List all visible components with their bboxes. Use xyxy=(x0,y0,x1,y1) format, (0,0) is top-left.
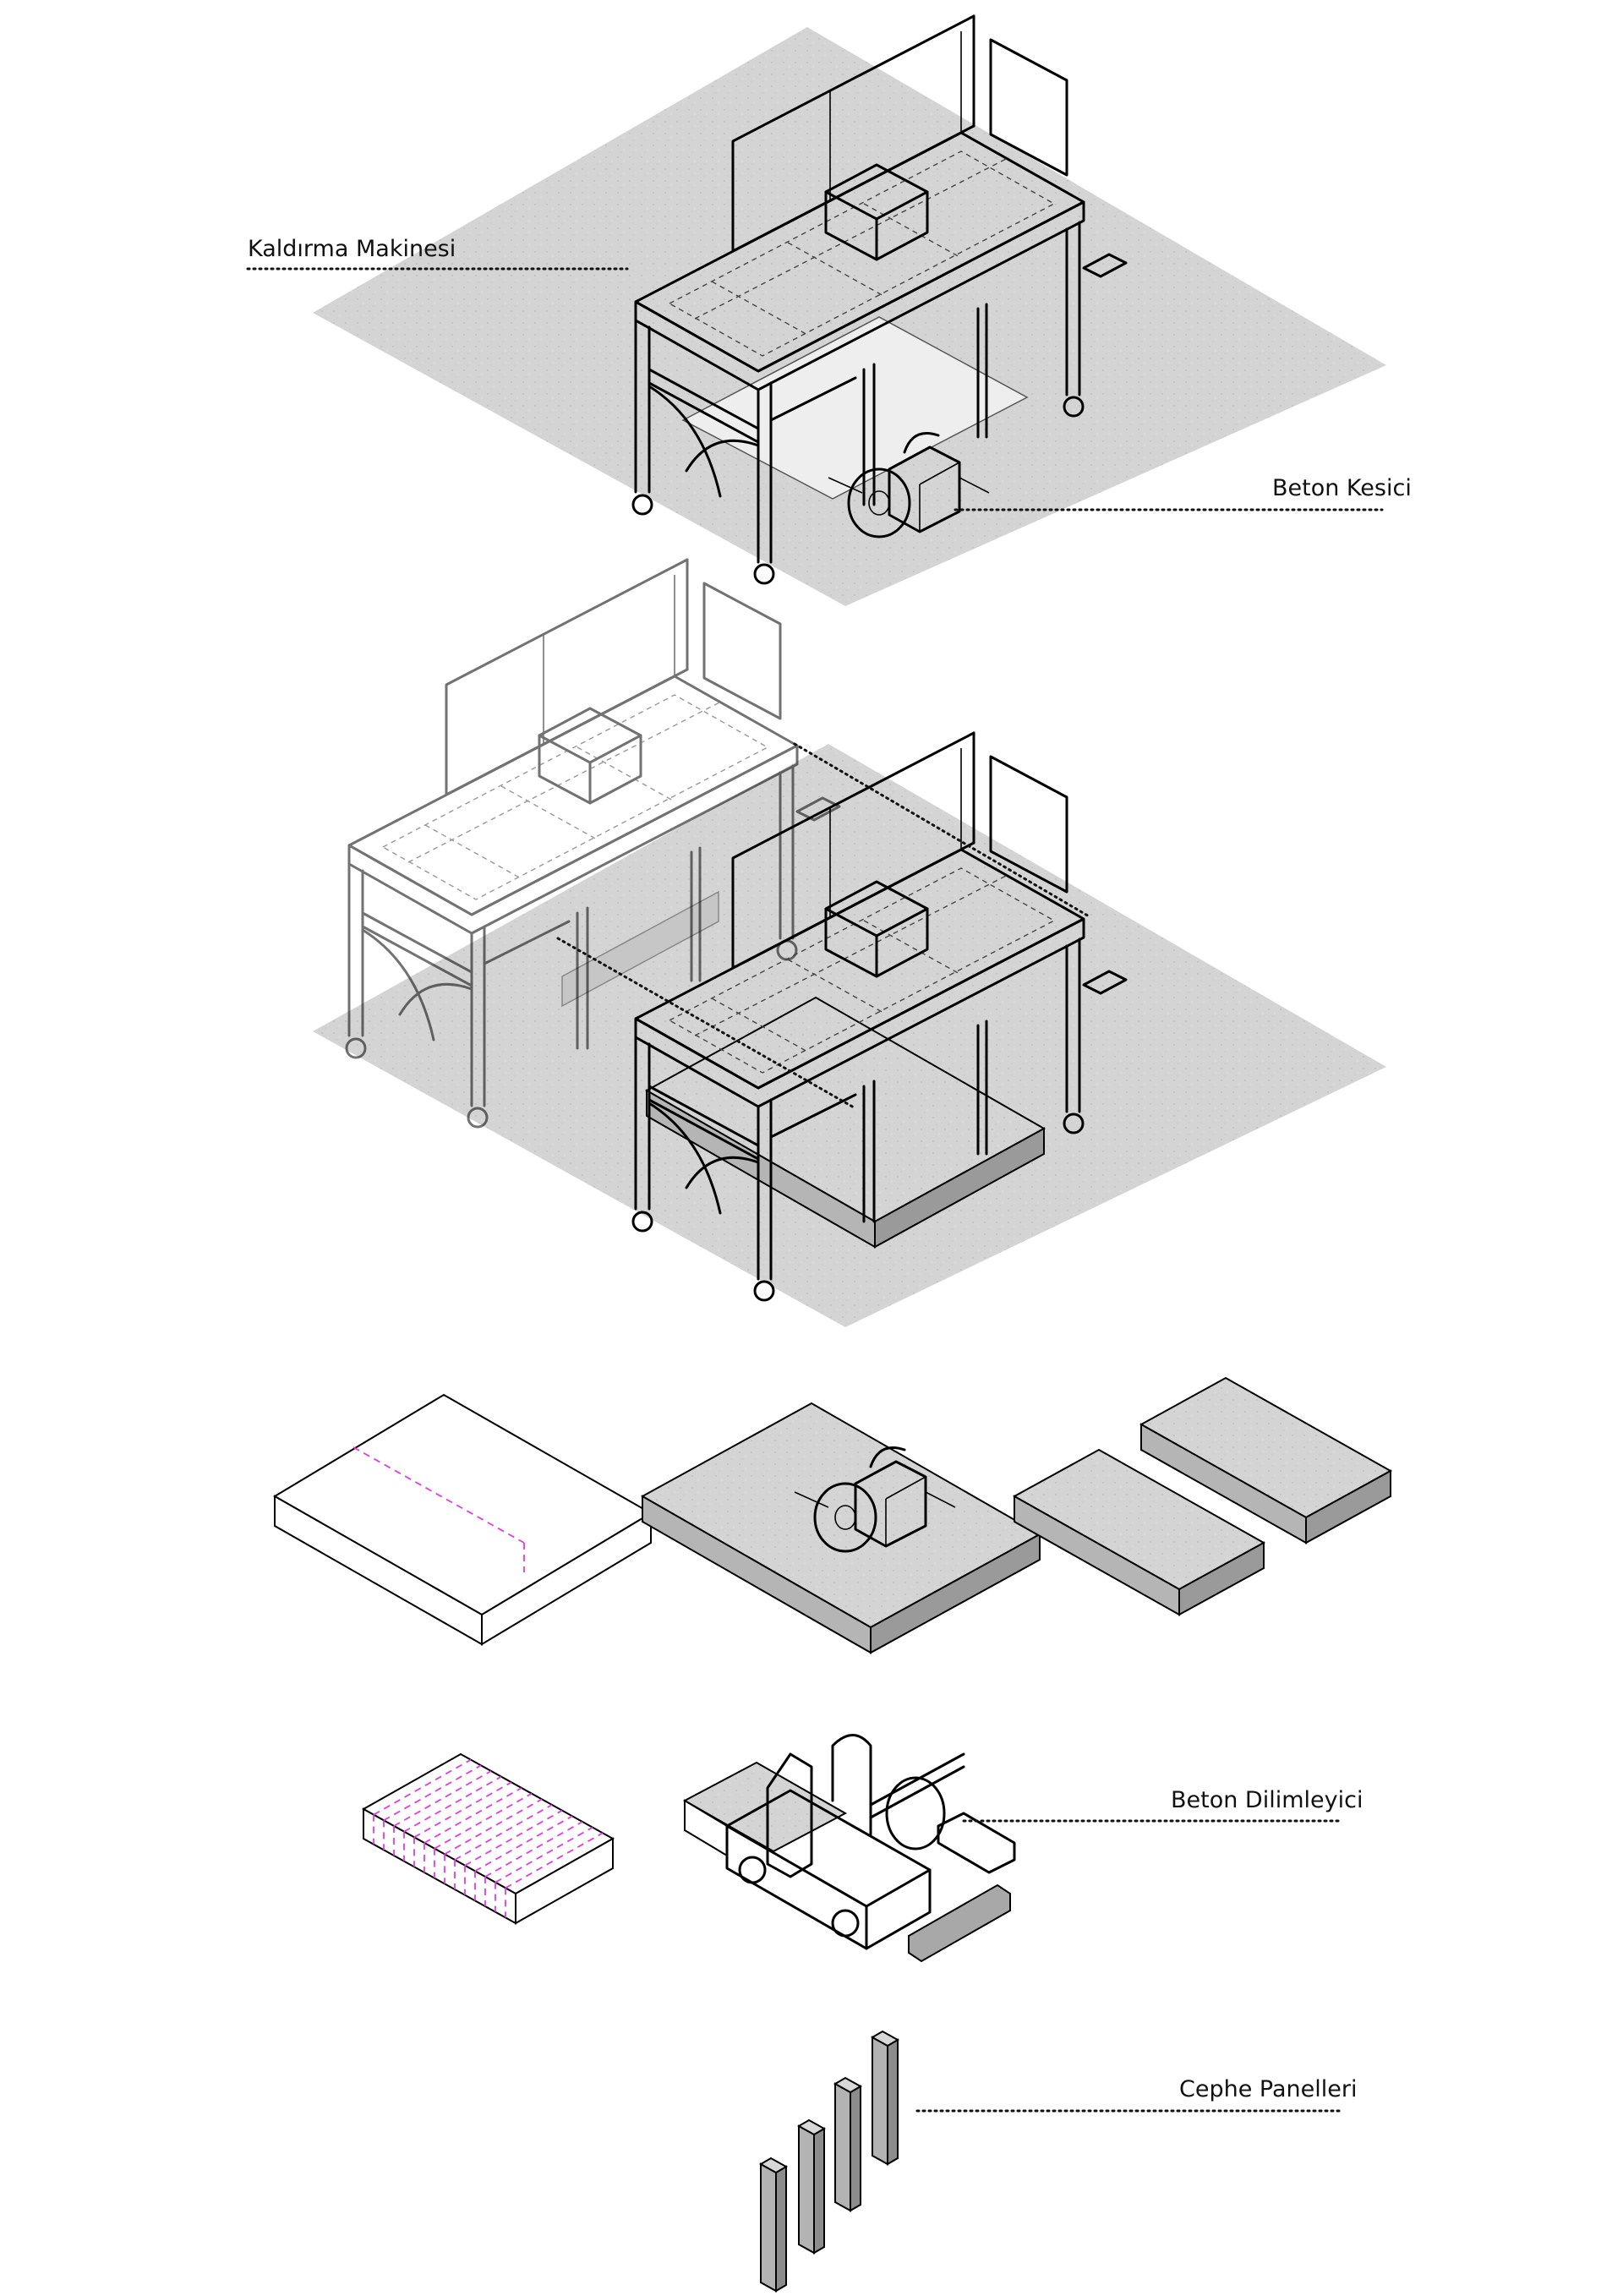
move-path-top xyxy=(793,742,1092,919)
label-concrete-cutter: Beton Kesici xyxy=(1272,475,1412,501)
slab-footprint-1 xyxy=(681,316,1029,500)
facade-panel xyxy=(833,2076,863,2212)
label-facade-panels: Cephe Panelleri xyxy=(1179,2076,1357,2102)
cut-line xyxy=(352,1446,525,1544)
ghost-slab xyxy=(561,890,719,1008)
slab-marked xyxy=(273,1393,653,1646)
facade-panel xyxy=(758,2157,789,2293)
facade-panel xyxy=(870,2030,900,2166)
move-path-bottom xyxy=(556,937,855,1109)
label-concrete-slicer: Beton Dilimleyici xyxy=(1171,1787,1363,1813)
facade-panel xyxy=(796,2118,827,2255)
slab-slice-pattern xyxy=(361,1752,615,1925)
slab-cutting xyxy=(642,1402,1041,1654)
slab-halves xyxy=(1012,1376,1393,1616)
section-slicing: Beton Dilimleyici xyxy=(361,1734,1363,1963)
section-slab-cutting xyxy=(273,1376,1393,1654)
section-lifting-slab xyxy=(313,558,1386,1327)
label-lifting-machine: Kaldırma Makinesi xyxy=(248,236,456,262)
section-lifting-setup: Kaldırma Makinesi Beton Kesici xyxy=(246,14,1412,606)
ground-plane-1 xyxy=(313,27,1386,606)
concrete-slicer-machine xyxy=(682,1734,1016,1963)
section-facade-panels xyxy=(758,2030,900,2293)
